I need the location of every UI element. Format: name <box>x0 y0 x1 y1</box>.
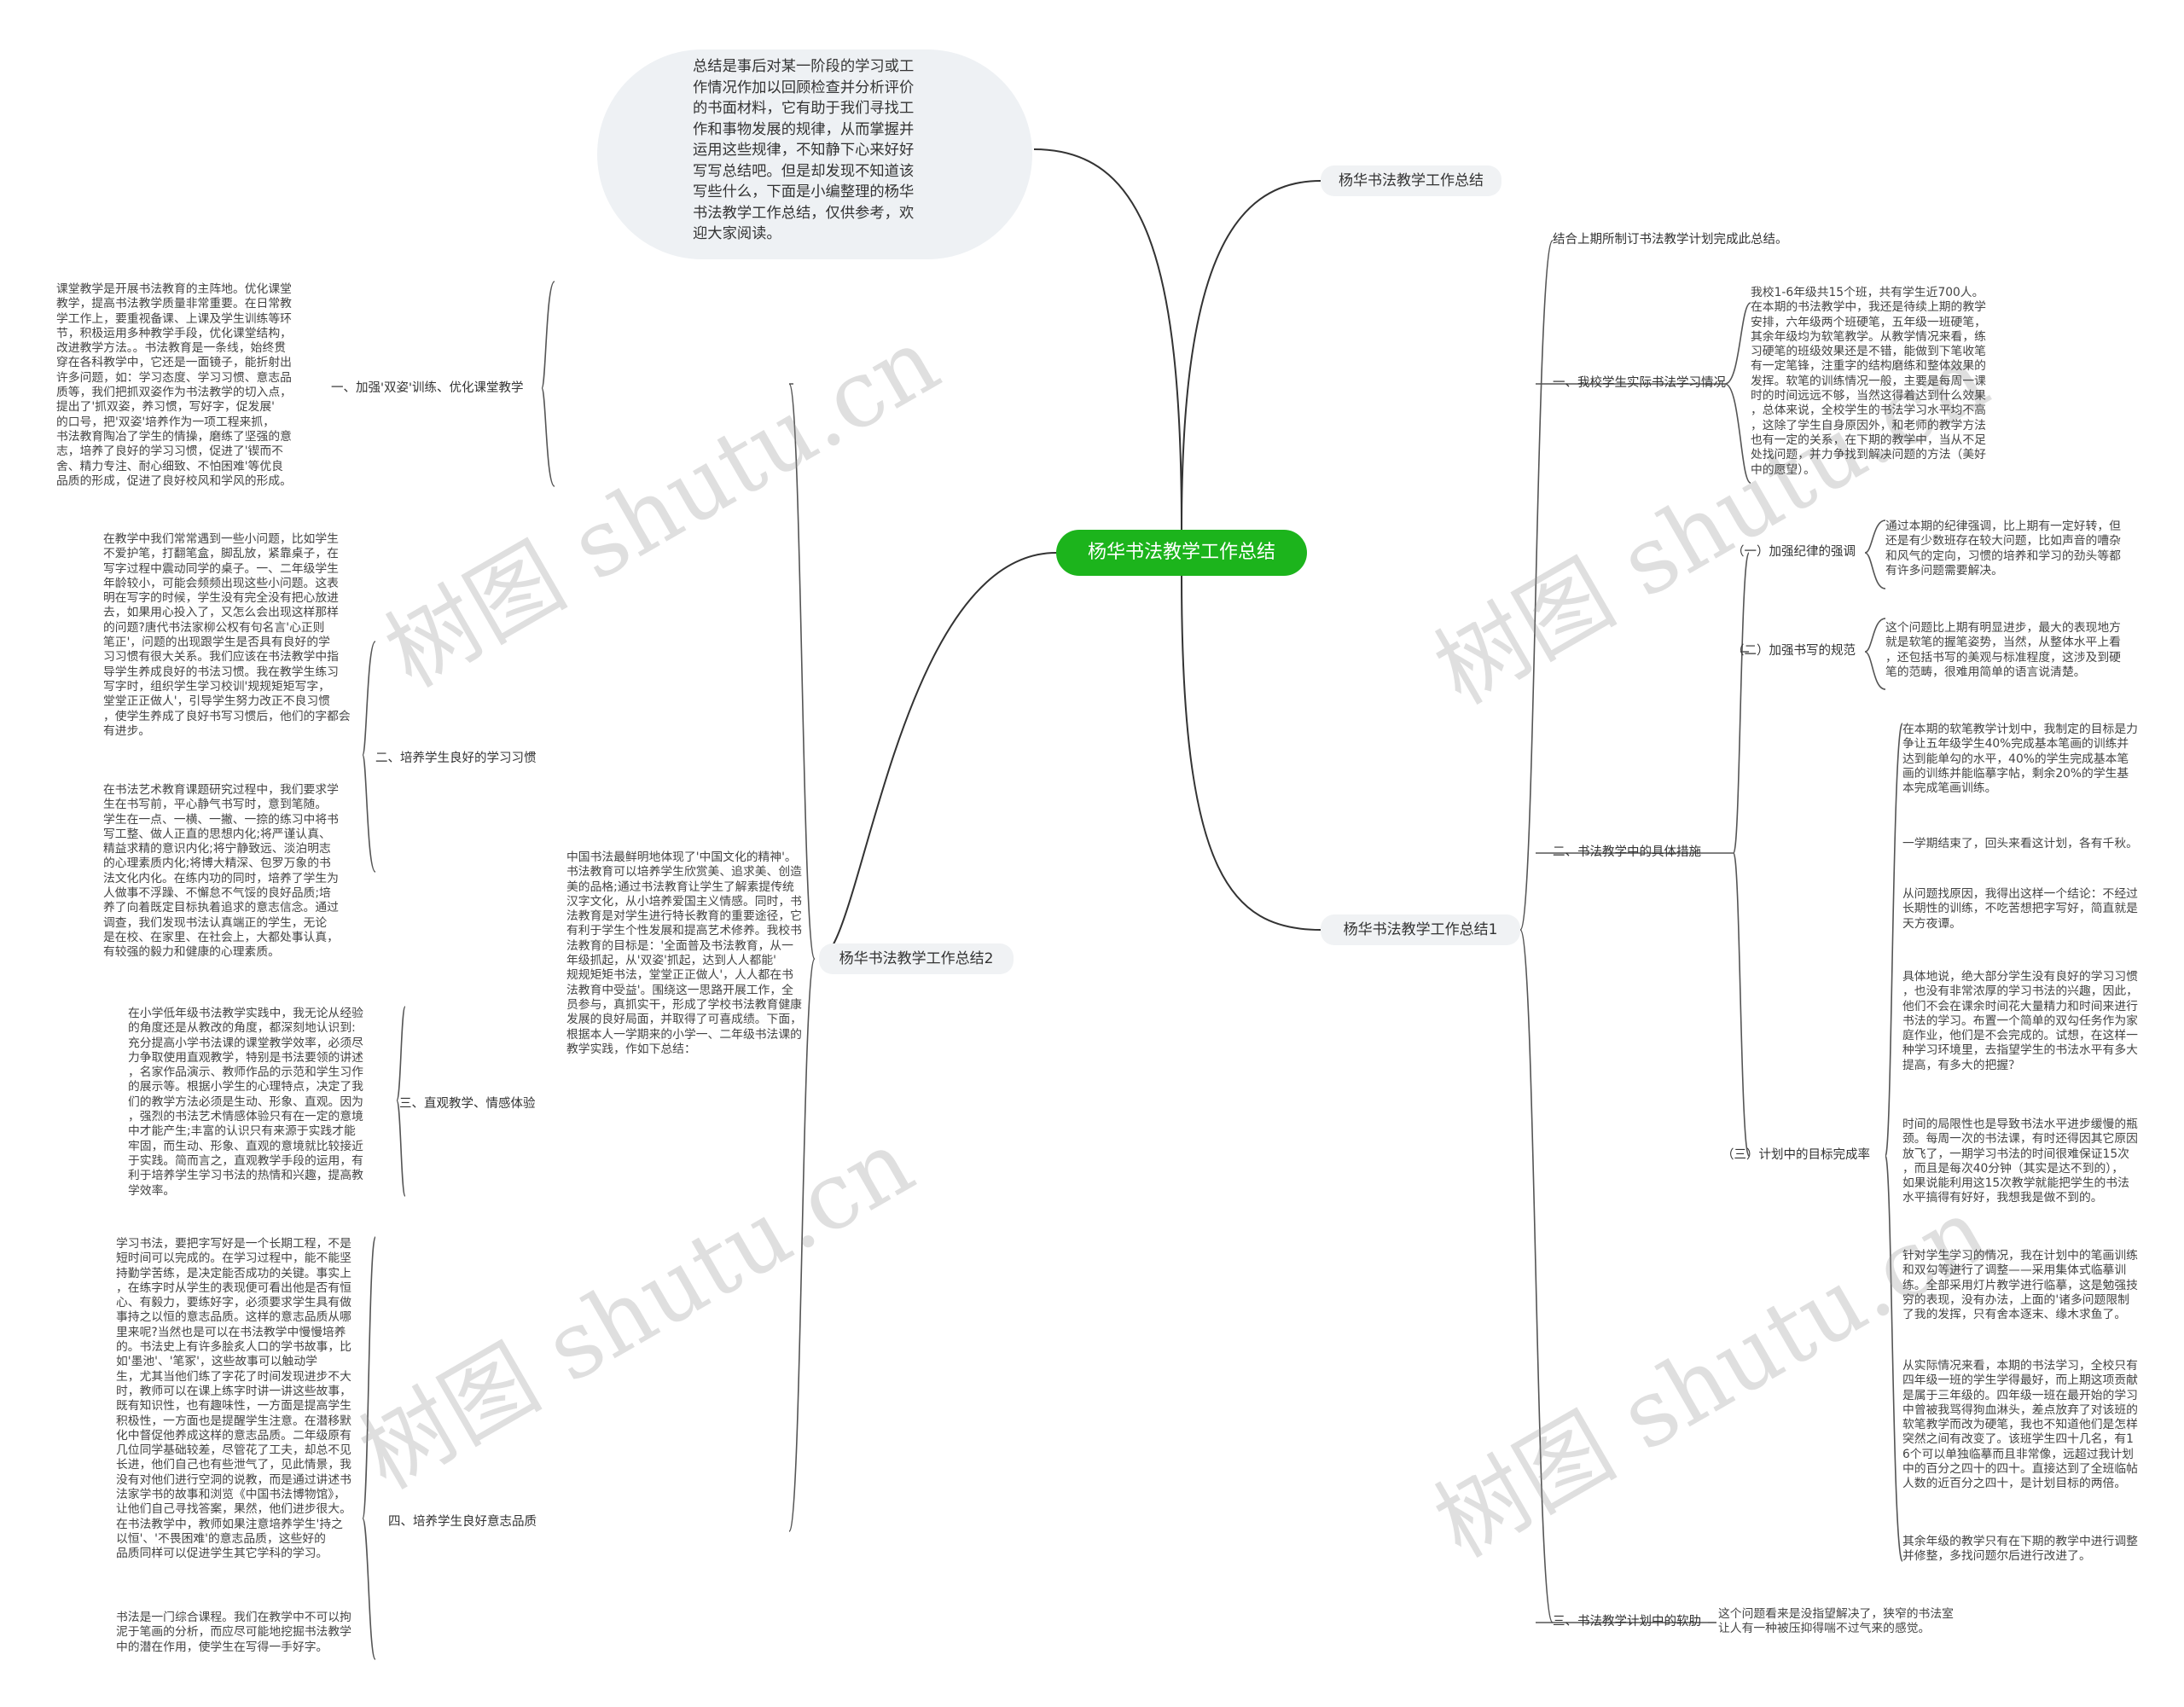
left-sec3-label[interactable]: 三、直观教学、情感体验 <box>399 1097 536 1111</box>
link-root-intro <box>1033 148 1182 531</box>
right-sub3-item[interactable]: 其余年级的教学只有在下期的教学中进行调整 并修整，多找问题尔后进行改进了。 <box>1902 1535 2138 1564</box>
left-sec1-text[interactable]: 课堂教学是开展书法教育的主阵地。优化课堂 教学，提高书法教学质量非常重要。在日常… <box>56 282 292 488</box>
right-sub1-label[interactable]: （一）加强纪律的强调 <box>1732 545 1856 559</box>
right-sub3-item[interactable]: 一学期结束了，回头来看这计划，各有千秋。 <box>1902 837 2138 851</box>
right-sub3-item[interactable]: 在本期的软笔教学计划中，我制定的目标是力 争让五年级学生40%完成基本笔画的训练… <box>1902 723 2138 796</box>
link-root-branch-b <box>1181 575 1321 931</box>
left-sec2-item[interactable]: 在书法艺术教育课题研究过程中，我们要求学 生在书写前，平心静气书写时，意到笔随。… <box>103 783 339 960</box>
right-sub2-label[interactable]: （二）加强书写的规范 <box>1732 644 1856 658</box>
intro-text: 总结是事后对某一阶段的学习或工 作情况作加以回顾检查并分析评价 的书面材料，它有… <box>693 58 915 242</box>
right-sec3-text[interactable]: 这个问题看来是没指望解决了，狭窄的书法室 让人有一种被压抑得喘不过气来的感觉。 <box>1718 1607 1954 1636</box>
intro-bubble[interactable] <box>597 49 1032 259</box>
left-intro-text[interactable]: 中国书法最鲜明地体现了'中国文化的精神'。 书法教育可以培养学生欣赏美、追求美、… <box>566 851 802 1056</box>
link-root-branch-a <box>1181 180 1321 531</box>
left-sec2-item[interactable]: 在教学中我们常常遇到一些小问题，比如学生 不爱护笔，打翻笔盒，脚乱放，紧靠桌子，… <box>103 532 351 738</box>
link-left-sec2 <box>362 641 376 873</box>
left-sec4-item[interactable]: 学习书法，要把字写好是一个长期工程，不是 短时间可以完成的。在学习过程中，能不能… <box>116 1237 351 1561</box>
right-sub3-label[interactable]: （三）计划中的目标完成率 <box>1722 1148 1870 1162</box>
right-sub3-item[interactable]: 从问题找原因，我得出这样一个结论：不经过 长期性的训练，不吃苦想把字写好，简直就… <box>1902 887 2138 931</box>
left-sec3-text[interactable]: 在小学低年级书法教学实践中，我无论从经验 的角度还是从教改的角度，都深刻地认识到… <box>128 1007 363 1198</box>
right-sub3-item[interactable]: 针对学生学习的情况，我在计划中的笔画训练 和双勾等进行了调整——采用集体式临摹训… <box>1902 1249 2138 1322</box>
link-left-sec3 <box>396 1006 406 1197</box>
branch-summary-2[interactable]: 杨华书法教学工作总结2 <box>819 943 1014 974</box>
left-sec4-item[interactable]: 书法是一门综合课程。我们在教学中不可以拘 泥于笔画的分析，而应尽可能地挖掘书法教… <box>116 1611 351 1654</box>
link-sec1-text <box>1724 302 1751 484</box>
link-root-left <box>818 552 1057 960</box>
link-left-sec1 <box>541 281 555 487</box>
right-sec2-label[interactable]: 二、书法教学中的具体措施 <box>1553 845 1701 859</box>
right-sub3-item[interactable]: 从实际情况来看，本期的书法学习，全校只有 四年级一班的学生学得最好，而上期这项贡… <box>1902 1359 2138 1491</box>
right-sub3-item[interactable]: 具体地说，绝大部分学生没有良好的学习习惯 ，也没有非常浓厚的学习书法的兴趣，因此… <box>1902 970 2138 1072</box>
left-sec1-label[interactable]: 一、加强'双姿'训练、优化课堂教学 <box>331 381 524 395</box>
branch-summary-1[interactable]: 杨华书法教学工作总结1 <box>1321 914 1520 945</box>
right-sub3-item[interactable]: 时间的局限性也是导致书法水平进步缓慢的瓶 颈。每周一次的书法课，有时还得因其它原… <box>1902 1118 2138 1205</box>
b-top-text[interactable]: 结合上期所制订书法教学计划完成此总结。 <box>1553 233 1788 247</box>
link-sec2-subs <box>1733 552 1750 1157</box>
branch-summary[interactable]: 杨华书法教学工作总结 <box>1321 165 1502 196</box>
link-b-right-bracket <box>1519 240 1554 1623</box>
left-sec4-label[interactable]: 四、培养学生良好意志品质 <box>388 1515 537 1529</box>
right-sub2-text[interactable]: 这个问题比上期有明显进步，最大的表现地方 就是软笔的握笔姿势，当然，从整体水平上… <box>1885 621 2121 679</box>
right-sec3-label[interactable]: 三、书法教学计划中的软肋 <box>1553 1615 1701 1629</box>
link-sub3-items <box>1885 723 1903 1562</box>
right-sub1-text[interactable]: 通过本期的纪律强调，比上期有一定好转，但 还是有少数班存在较大问题，比如声音的嘈… <box>1885 520 2121 578</box>
link-sub2-text <box>1864 618 1886 690</box>
link-left-bracket <box>788 383 816 1532</box>
right-sec1-text[interactable]: 我校1-6年级共15个班，共有学生近700人。 在本期的书法教学中，我还是待续上… <box>1751 286 1986 477</box>
right-sec1-label[interactable]: 一、我校学生实际书法学习情况 <box>1553 376 1726 390</box>
root-topic[interactable]: 杨华书法教学工作总结 <box>1056 530 1307 576</box>
left-sec2-label[interactable]: 二、培养学生良好的学习习惯 <box>375 752 537 765</box>
link-sub1-text <box>1864 520 1886 589</box>
link-left-sec4 <box>362 1236 376 1660</box>
